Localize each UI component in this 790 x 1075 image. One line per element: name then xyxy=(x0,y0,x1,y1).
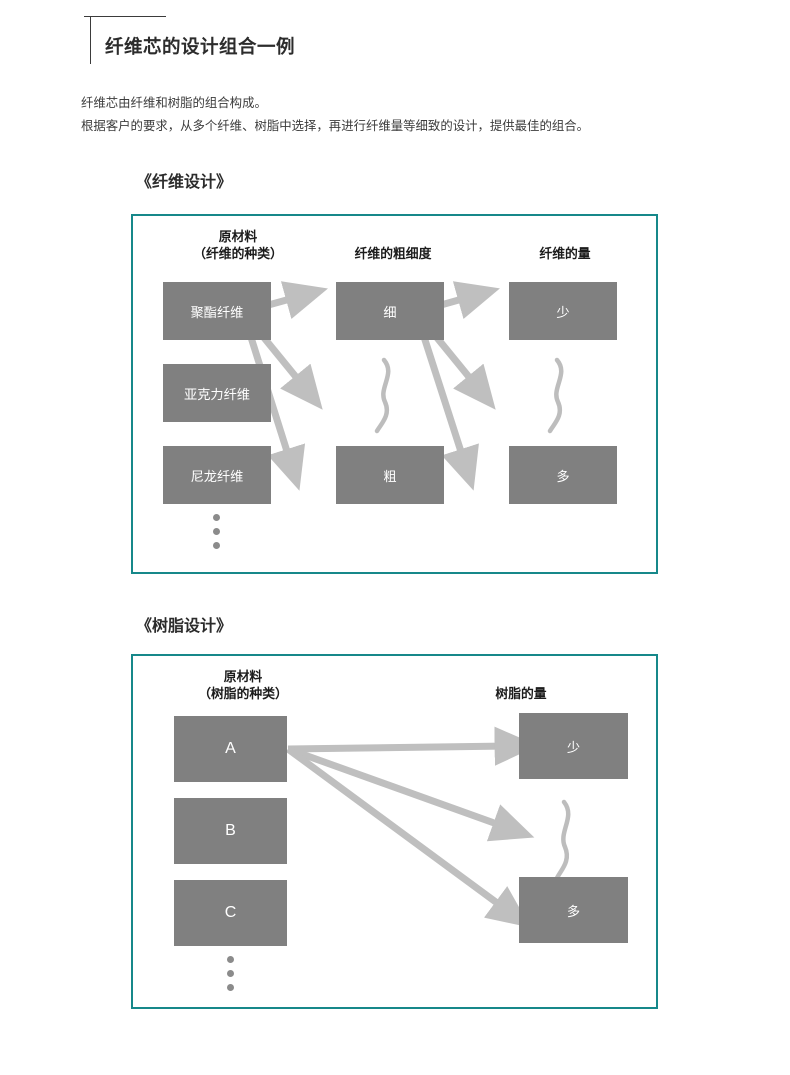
caption-line-2: （纤维的种类） xyxy=(193,246,283,261)
column-caption-fiber-amount: 纤维的量 xyxy=(495,245,635,262)
ellipsis-dots-resin xyxy=(227,956,234,991)
resin-arrows-layer xyxy=(285,726,571,928)
node-resin-b[interactable]: B xyxy=(174,798,287,864)
node-resin-c[interactable]: C xyxy=(174,880,287,946)
intro-line-2: 根据客户的要求，从多个纤维、树脂中选择，再进行纤维量等细致的设计，提供最佳的组合… xyxy=(81,119,590,133)
column-caption-resin-amount: 树脂的量 xyxy=(451,685,591,702)
node-amount-few[interactable]: 少 xyxy=(509,282,617,340)
caption-line-1: 树脂的量 xyxy=(495,686,547,701)
caption-line-1: 纤维的量 xyxy=(539,246,591,261)
caption-line-1: 纤维的粗细度 xyxy=(354,246,432,261)
column-caption-fiber-thickness: 纤维的粗细度 xyxy=(323,245,463,262)
diagram-resin-design: 原材料 （树脂的种类） 树脂的量 A B C 少 多 xyxy=(131,654,658,1009)
caption-line-1: 原材料 xyxy=(223,669,263,684)
header-rule-vertical xyxy=(90,16,91,64)
intro-paragraph: 纤维芯由纤维和树脂的组合构成。 根据客户的要求，从多个纤维、树脂中选择，再进行纤… xyxy=(81,92,721,138)
section-heading-resin-design: 《树脂设计》 xyxy=(136,618,233,635)
node-polyester-fiber[interactable]: 聚酯纤维 xyxy=(163,282,271,340)
diagram-fiber-design: 原材料 （纤维的种类） 纤维的粗细度 纤维的量 聚酯纤维 亚克力纤维 尼龙纤维 … xyxy=(131,214,658,574)
node-acrylic-fiber[interactable]: 亚克力纤维 xyxy=(163,364,271,422)
dot-3 xyxy=(213,542,220,549)
squiggle-thickness xyxy=(374,357,391,434)
ellipsis-dots-raw-material xyxy=(213,514,220,549)
arrow-group-resin-to-amount xyxy=(285,726,538,928)
column-caption-raw-material-resin: 原材料 （树脂的种类） xyxy=(163,668,323,702)
page-header: 纤维芯的设计组合一例 xyxy=(84,16,684,68)
dot-3 xyxy=(227,984,234,991)
section-heading-fiber-design: 《纤维设计》 xyxy=(136,174,233,191)
node-thickness-coarse[interactable]: 粗 xyxy=(336,446,444,504)
node-resin-amount-many[interactable]: 多 xyxy=(519,877,628,943)
intro-line-1: 纤维芯由纤维和树脂的组合构成。 xyxy=(81,96,267,110)
squiggle-amount xyxy=(547,357,564,434)
dot-2 xyxy=(213,528,220,535)
caption-line-1: 原材料 xyxy=(218,229,258,244)
dot-2 xyxy=(227,970,234,977)
dot-1 xyxy=(227,956,234,963)
node-amount-many[interactable]: 多 xyxy=(509,446,617,504)
squiggle-resin-amount xyxy=(554,799,571,881)
header-rule-horizontal xyxy=(84,16,166,17)
node-resin-a[interactable]: A xyxy=(174,716,287,782)
node-nylon-fiber[interactable]: 尼龙纤维 xyxy=(163,446,271,504)
node-resin-amount-few[interactable]: 少 xyxy=(519,713,628,779)
node-thickness-fine[interactable]: 细 xyxy=(336,282,444,340)
caption-line-2: （树脂的种类） xyxy=(198,686,288,701)
dot-1 xyxy=(213,514,220,521)
page-title: 纤维芯的设计组合一例 xyxy=(105,36,296,57)
column-caption-raw-material: 原材料 （纤维的种类） xyxy=(158,228,318,262)
